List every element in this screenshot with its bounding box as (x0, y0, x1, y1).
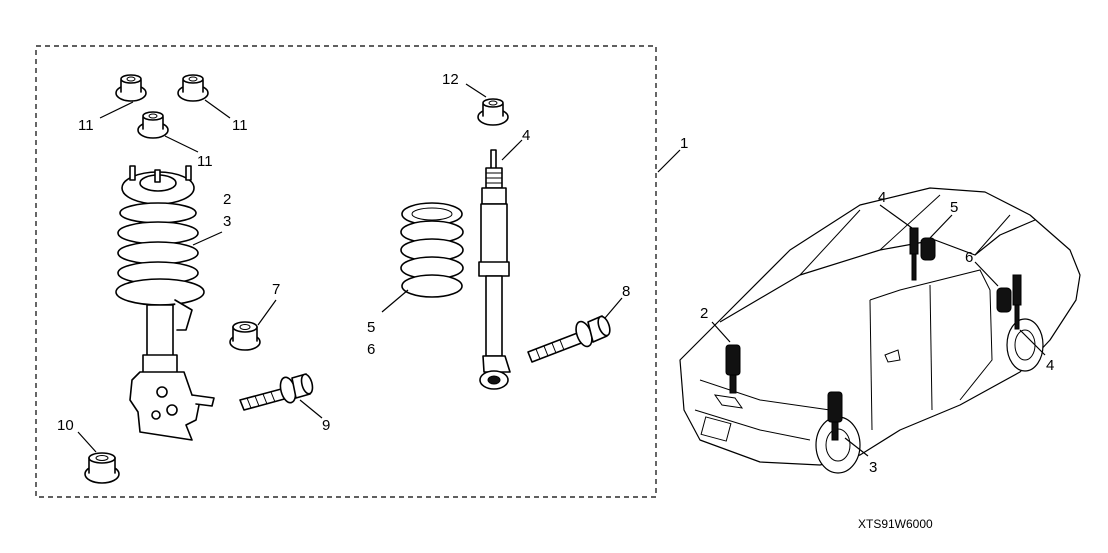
flange-nut-part-11-c (137, 111, 169, 139)
location-mark-strut-front-right (827, 391, 843, 441)
callout-11-a: 11 (78, 117, 94, 134)
callout-9: 9 (322, 417, 330, 434)
callout-11-c: 11 (197, 153, 213, 170)
callout-10: 10 (57, 417, 74, 434)
callout-vehicle-5: 5 (950, 199, 958, 216)
flange-nut-part-11-b (177, 74, 209, 102)
flange-bolt-part-9 (239, 373, 314, 411)
callout-2: 2 (223, 191, 231, 208)
flange-nut-part-7 (229, 321, 261, 351)
callout-3: 3 (223, 213, 231, 230)
location-mark-shock-rear-left (909, 227, 919, 281)
callout-4: 4 (522, 127, 530, 144)
rear-shock-absorber-part-4 (478, 149, 511, 390)
callout-vehicle-3: 3 (869, 459, 877, 476)
callout-7: 7 (272, 281, 280, 298)
front-strut-assembly-part-2-3 (115, 165, 215, 441)
location-mark-strut-front-left (725, 344, 741, 394)
location-mark-shock-rear-right (1012, 274, 1022, 330)
callout-vehicle-4-a: 4 (878, 189, 886, 206)
callout-12: 12 (442, 71, 459, 88)
callout-6: 6 (367, 341, 375, 358)
flange-nut-part-10 (84, 452, 120, 484)
rear-coil-spring-part-5-6 (400, 202, 464, 298)
vehicle-location-sketch (679, 187, 1081, 474)
callout-1: 1 (680, 135, 688, 152)
flange-nut-part-12 (477, 98, 509, 126)
location-mark-spring-rear-right (996, 287, 1012, 313)
callout-8: 8 (622, 283, 630, 300)
kit-boundary (35, 45, 657, 498)
flange-bolt-part-8 (527, 315, 611, 363)
flange-nut-part-11-a (115, 74, 147, 102)
callout-11-b: 11 (232, 117, 248, 134)
callout-vehicle-4-b: 4 (1046, 357, 1054, 374)
callout-vehicle-6: 6 (965, 249, 973, 266)
callout-5: 5 (367, 319, 375, 336)
location-mark-spring-rear-left (920, 237, 936, 261)
callout-vehicle-2: 2 (700, 305, 708, 322)
diagram-code: XTS91W6000 (858, 517, 933, 531)
